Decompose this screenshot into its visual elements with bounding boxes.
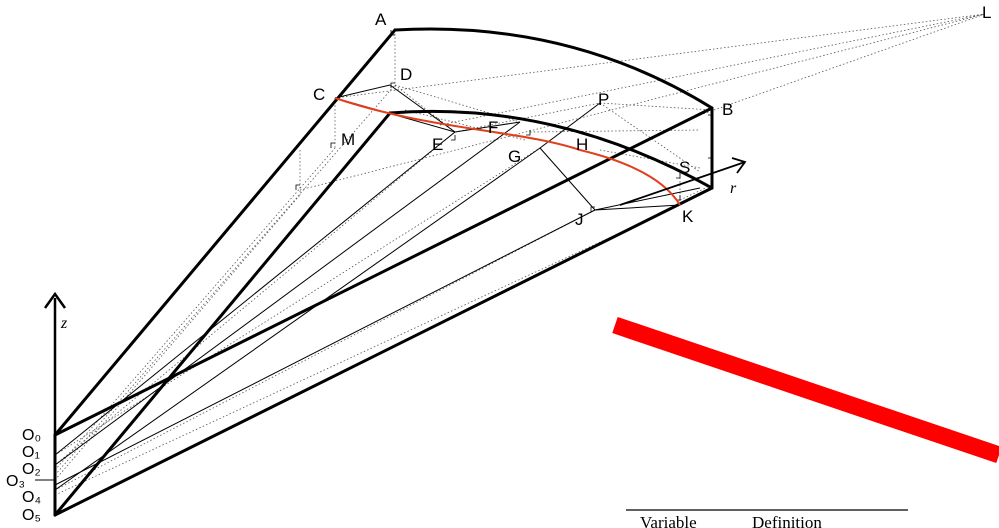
right-angle-marks (295, 30, 713, 212)
label-J: J (575, 210, 584, 229)
arc-inner (388, 109, 714, 190)
label-B: B (722, 100, 733, 119)
construction-lines (54, 13, 986, 496)
label-O2: O₂ (22, 461, 41, 478)
label-H: H (576, 135, 588, 154)
label-K: K (682, 207, 694, 226)
red-curve (334, 97, 681, 206)
z-axis: z (43, 291, 68, 435)
table-header-definition: Definition (752, 513, 822, 528)
origin-labels: O₀ O₁ O₂ O₃ O₄ O₅ (6, 427, 55, 524)
label-O4: O₄ (22, 489, 41, 506)
label-F: F (488, 118, 498, 137)
label-O5: O₅ (22, 507, 41, 524)
label-A: A (375, 10, 387, 29)
label-M: M (341, 130, 355, 149)
r-axis-label: r (730, 180, 737, 197)
label-P: P (598, 90, 609, 109)
label-C: C (313, 85, 325, 104)
r-axis: r (619, 157, 747, 206)
arc-AB (393, 27, 714, 110)
label-O0: O₀ (22, 427, 41, 444)
red-slash (612, 316, 999, 464)
z-axis-label: z (60, 315, 68, 332)
label-D: D (400, 65, 412, 84)
label-G: G (508, 147, 521, 166)
point-labels: A B C D E F G H J K L M P S (313, 3, 991, 229)
solid-construction-lines (54, 84, 701, 491)
label-E: E (432, 135, 443, 154)
label-O1: O₁ (22, 444, 40, 461)
table-header-variable: Variable (640, 513, 697, 528)
label-L: L (982, 3, 991, 22)
label-O3: O₃ (6, 473, 25, 490)
main-frame (53, 27, 714, 517)
table-fragment: Variable Definition (626, 509, 908, 528)
label-S: S (679, 158, 690, 177)
